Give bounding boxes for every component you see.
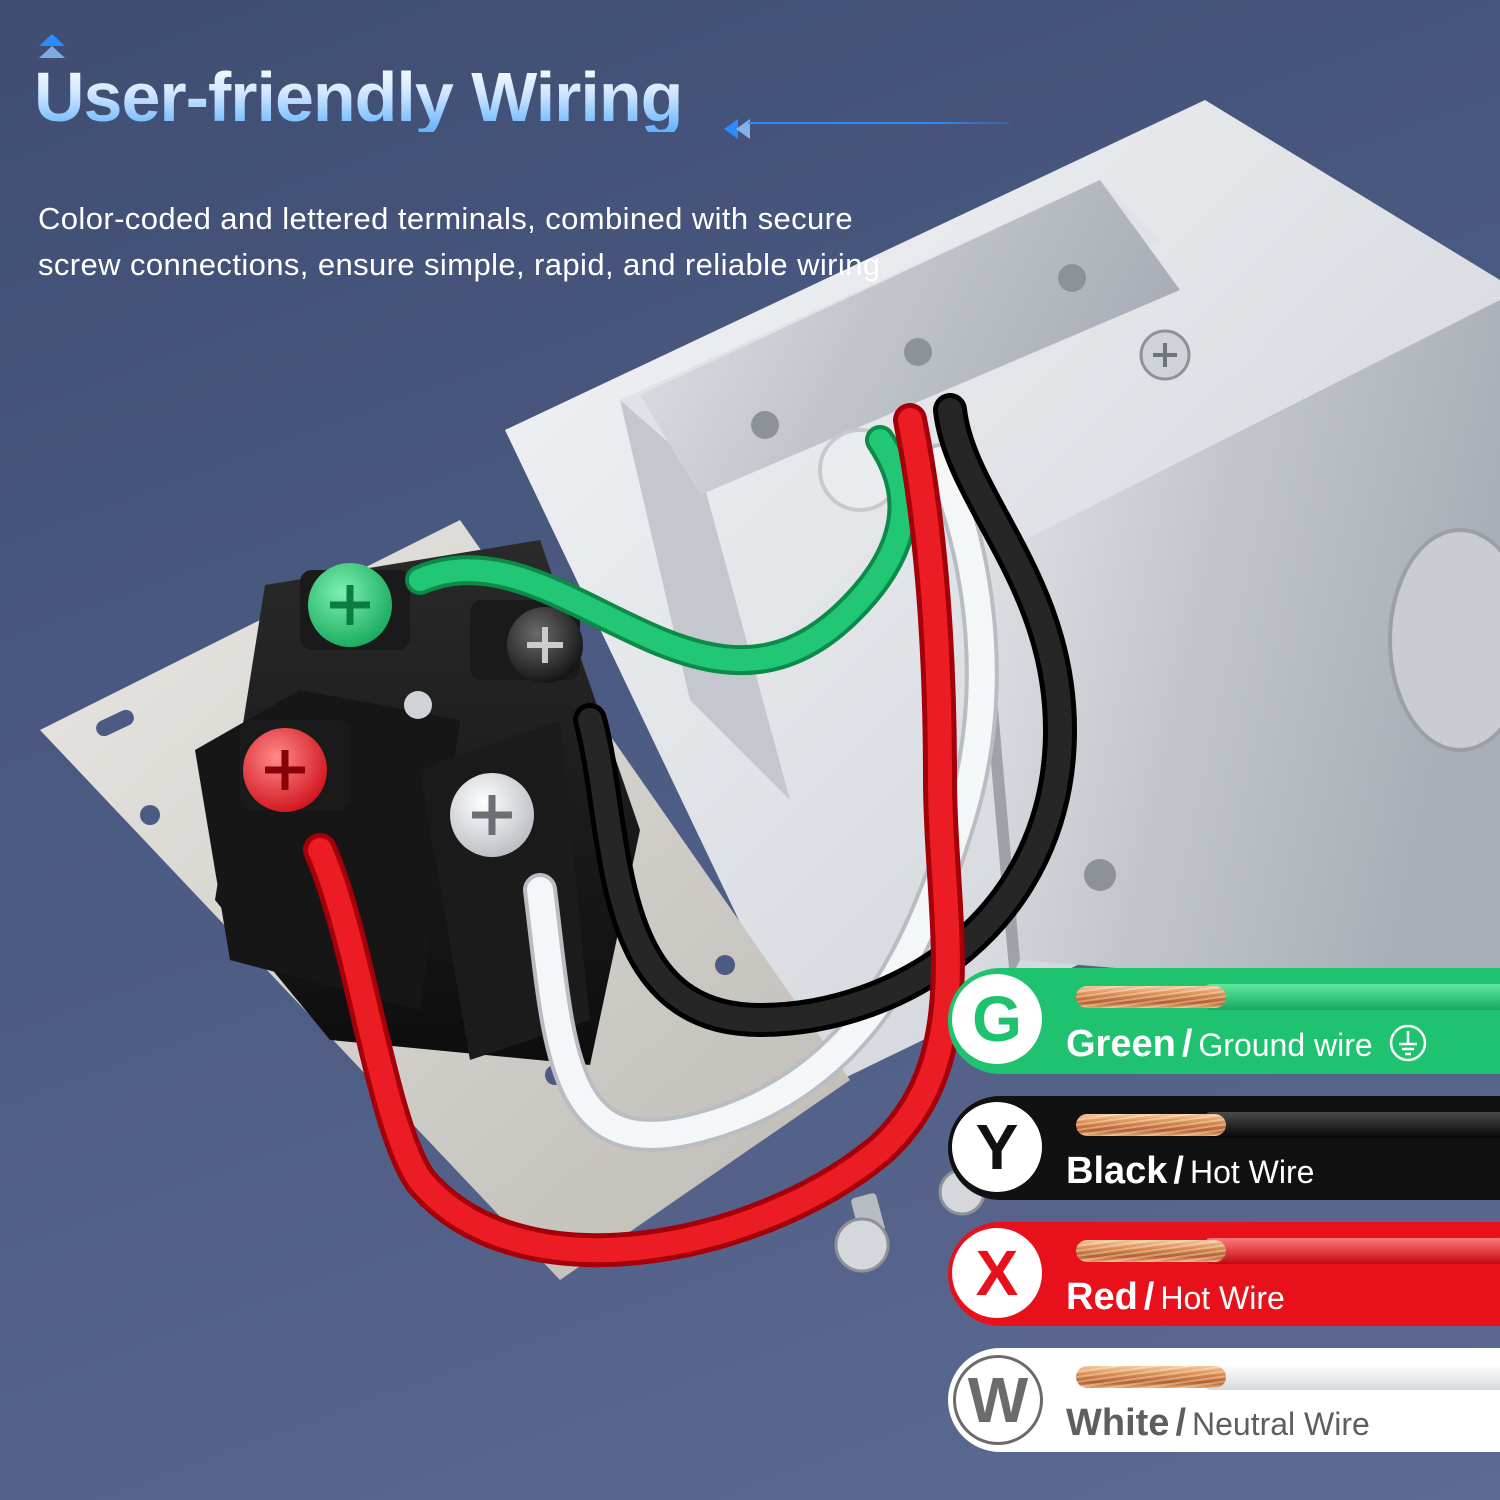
legend-color-name: Green bbox=[1066, 1023, 1176, 1065]
legend-row-red: X Red/Hot Wire bbox=[948, 1222, 1500, 1326]
badge-letter-g: G bbox=[952, 974, 1042, 1064]
page-subtitle: Color-coded and lettered terminals, comb… bbox=[38, 201, 881, 282]
wires bbox=[303, 393, 1078, 1268]
ground-icon bbox=[1389, 1024, 1427, 1062]
arrow-icon bbox=[724, 119, 750, 139]
legend-label-white: White/Neutral Wire bbox=[1066, 1404, 1370, 1442]
white-wire-sample bbox=[1076, 1362, 1500, 1392]
legend-separator: / bbox=[1181, 1023, 1193, 1065]
screw-icon bbox=[1139, 329, 1191, 381]
legend-color-name: White bbox=[1066, 1402, 1170, 1444]
badge-letter-x: X bbox=[952, 1228, 1042, 1318]
page-title: User-friendly Wiring bbox=[34, 58, 683, 136]
legend-label-black: Black/Hot Wire bbox=[1066, 1152, 1314, 1190]
legend-description: Hot Wire bbox=[1189, 1154, 1315, 1190]
green-wire-sample bbox=[1076, 982, 1500, 1012]
terminal-block bbox=[195, 540, 640, 1065]
legend-description: Hot Wire bbox=[1160, 1280, 1285, 1316]
legend-label-green: Green/Ground wire bbox=[1066, 1024, 1427, 1063]
legend-separator: / bbox=[1173, 1150, 1184, 1192]
legend-color-name: Black bbox=[1066, 1150, 1168, 1192]
badge-letter-y: Y bbox=[952, 1102, 1042, 1192]
red-wire-sample bbox=[1076, 1236, 1500, 1266]
legend-row-green: G Green/Ground wire bbox=[948, 968, 1500, 1074]
arrow-up-icon bbox=[39, 34, 65, 58]
legend-description: Neutral Wire bbox=[1192, 1406, 1370, 1442]
legend-label-red: Red/Hot Wire bbox=[1066, 1278, 1285, 1316]
legend-row-black: Y Black/Hot Wire bbox=[948, 1096, 1500, 1200]
legend-separator: / bbox=[1143, 1276, 1155, 1318]
wire-legend: G Green/Ground wire Y Black/Hot Wire X R… bbox=[948, 968, 1500, 1474]
legend-row-white: W White/Neutral Wire bbox=[948, 1348, 1500, 1452]
title-underline bbox=[748, 122, 1010, 124]
legend-description: Ground wire bbox=[1198, 1027, 1373, 1063]
legend-color-name: Red bbox=[1066, 1276, 1138, 1318]
badge-letter-w: W bbox=[953, 1355, 1043, 1445]
legend-separator: / bbox=[1175, 1402, 1186, 1444]
black-wire-sample bbox=[1076, 1110, 1500, 1140]
